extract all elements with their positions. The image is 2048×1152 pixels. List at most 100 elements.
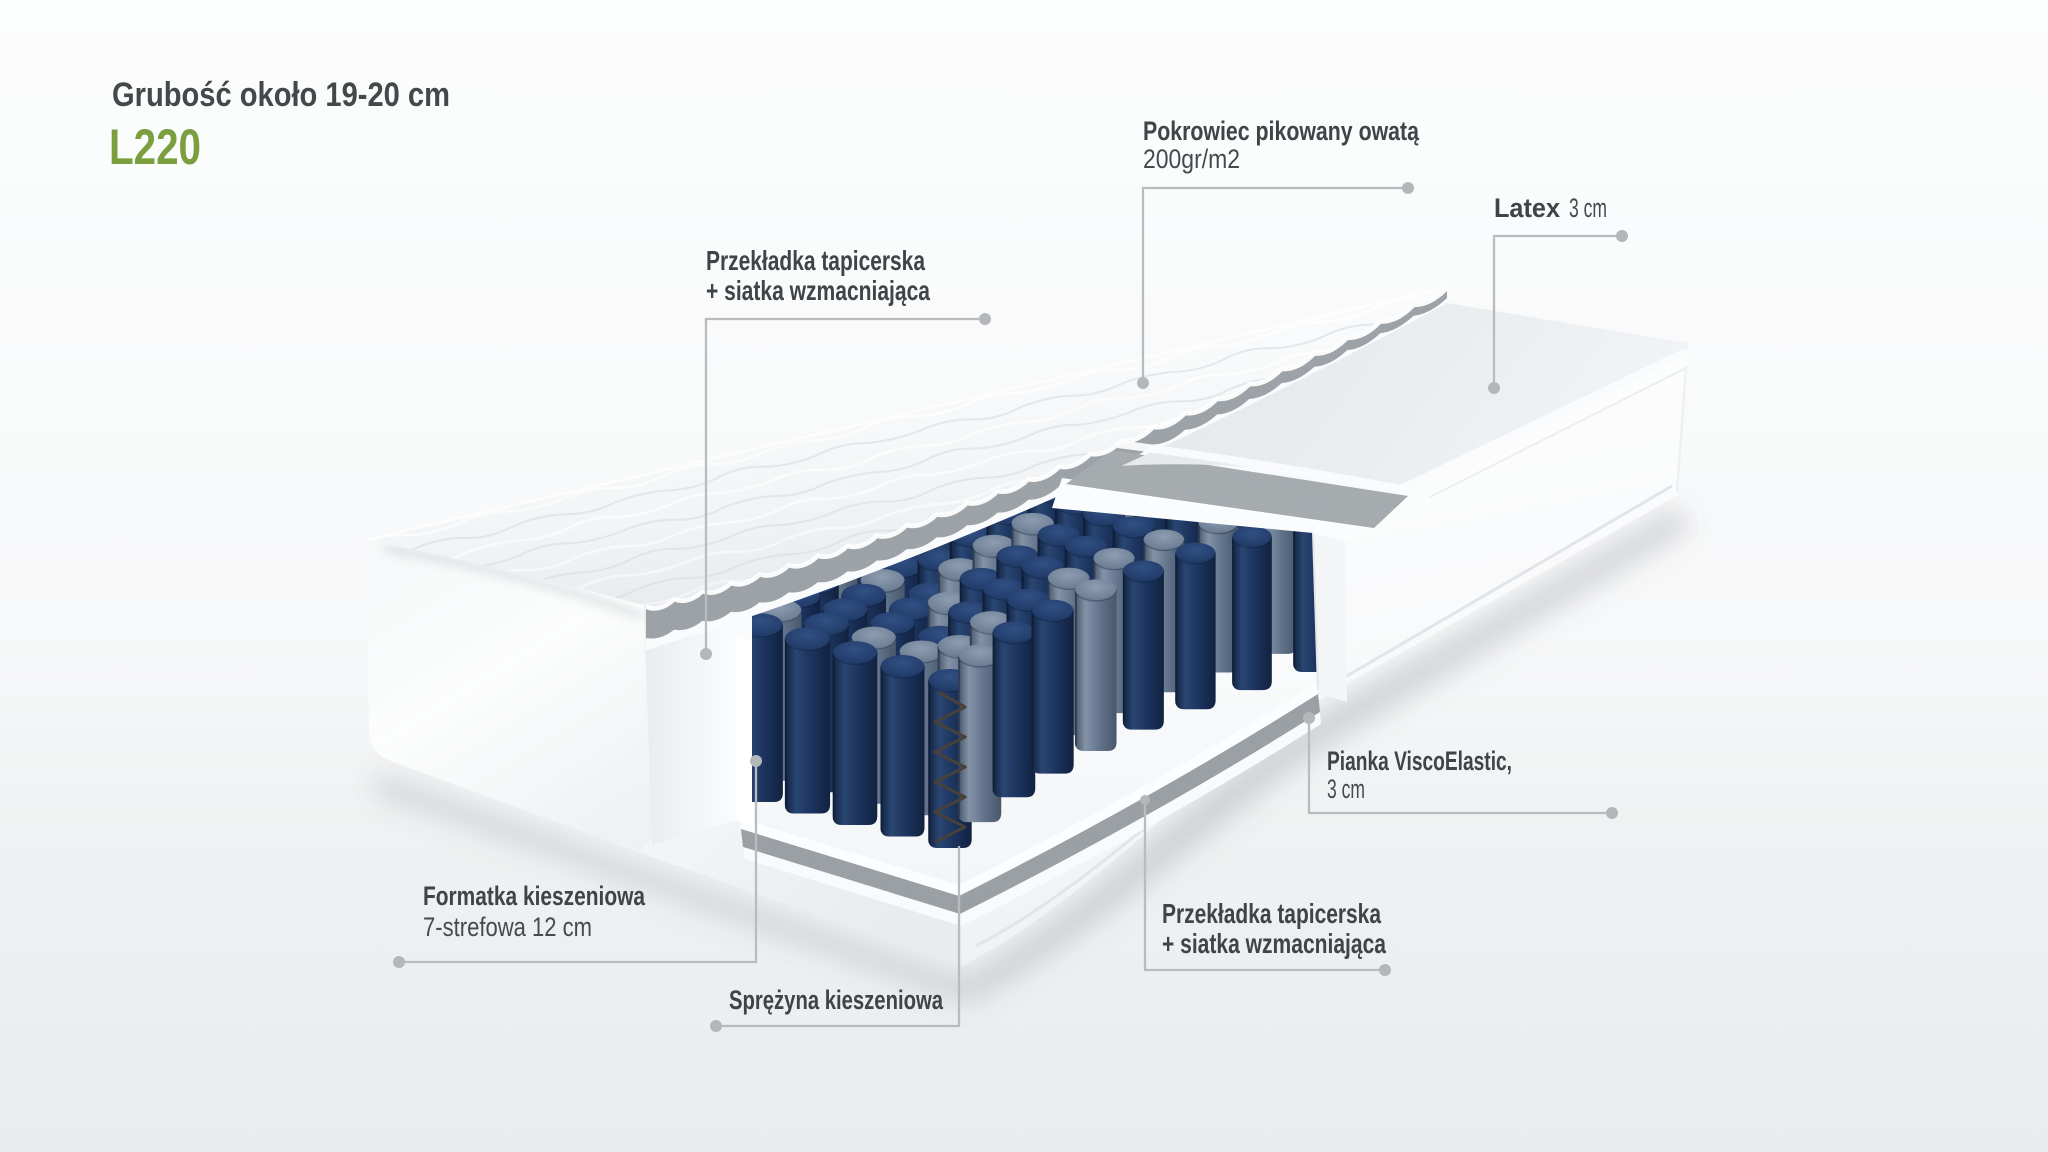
- spring-pocket-dome-rim: [784, 638, 831, 652]
- spring-pocket-dome: [784, 627, 831, 651]
- latex-slab-top: [1121, 303, 1689, 488]
- end-face-quilt-shadow: [384, 544, 644, 620]
- quilt-shading: [366, 287, 1447, 608]
- left-cut-wall-edge: [736, 636, 754, 826]
- spring-pocket-dome-rim: [1122, 570, 1165, 583]
- spring-pocket-dome: [1093, 547, 1135, 570]
- cover-label-line1: Pokrowiec pikowany owatą: [1143, 116, 1420, 146]
- spring-pocket-dome-rim: [1197, 522, 1239, 535]
- interlayer-top-leader-dot-target: [700, 648, 712, 660]
- interlayer-bottom-label-line2: + siatka wzmacniająca: [1162, 928, 1386, 959]
- interlayer-top-leader-line: [704, 317, 985, 654]
- right-top-felt: [1066, 450, 1408, 528]
- interlayer-top-leader-dot-end: [979, 313, 991, 325]
- latex-leader-line: [1492, 234, 1622, 388]
- under-quilt-felt-band: [646, 289, 1447, 639]
- spring-pocket-dome: [958, 644, 1002, 667]
- spring-pocket-body: [752, 624, 783, 802]
- spring-pocket-dome: [752, 613, 783, 637]
- callout-cover: Pokrowiec pikowany owatą 200gr/m2: [1137, 116, 1420, 389]
- spring-pocket-body: [1175, 553, 1216, 710]
- spring-pocket-body: [992, 632, 1036, 798]
- spring-pocket-body: [784, 638, 831, 814]
- callout-interlayer-top: Przekładka tapicerska + siatka wzmacniaj…: [700, 245, 991, 660]
- pocket-unit-leader-line: [399, 761, 758, 964]
- spring-pocket-dome-rim: [1074, 589, 1118, 602]
- mattress-end-face: [366, 534, 646, 852]
- visco-label-line1: Pianka ViscoElastic,: [1327, 746, 1512, 776]
- visco-leader-line: [1307, 718, 1612, 815]
- floor-felt-edge-left: [741, 829, 960, 914]
- cover-leader-dot-end: [1402, 182, 1414, 194]
- mattress-render: [365, 285, 1690, 1002]
- callout-pocket-unit: Formatka kieszeniowa 7-strefowa 12 cm: [393, 755, 762, 968]
- quilt-scallop-edge-highlight: [645, 286, 1449, 611]
- spring-pocket-body: [1122, 570, 1164, 730]
- pocket-unit-label-line2: 7-strefowa 12 cm: [423, 912, 592, 942]
- right-cut-wall-edge: [1312, 532, 1319, 691]
- spring-pocket-dome-rim: [1142, 539, 1185, 552]
- page-title: Grubość około 19-20 cm: [112, 76, 450, 114]
- spring-pocket-dome: [992, 621, 1036, 644]
- spring-pocket-body: [832, 652, 878, 825]
- pocket-unit-label-line1: Formatka kieszeniowa: [423, 881, 646, 911]
- callout-spring: Sprężyna kieszeniowa: [710, 846, 961, 1032]
- spring-wire-zigzag: [933, 690, 967, 844]
- visco-leader-dot-target: [1303, 712, 1315, 724]
- spring-pocket-dome: [832, 641, 878, 664]
- spring-leader-line: [716, 846, 961, 1028]
- visco-label-line2: 3 cm: [1327, 774, 1365, 804]
- mattress-base-left-side: [638, 818, 962, 966]
- callout-interlayer-bottom: Przekładka tapicerska + siatka wzmacniaj…: [1140, 795, 1391, 976]
- latex-slab-base-junction-line: [1429, 367, 1687, 498]
- spring-pocket-dome-rim: [832, 652, 878, 666]
- spring-pocket-dome-rim: [1174, 552, 1217, 565]
- spring-pocket-dome-rim: [1231, 536, 1273, 549]
- interlayer-top-label-line1: Przekładka tapicerska: [706, 245, 925, 276]
- spring-pocket-dome: [1064, 535, 1107, 558]
- callouts: Grubość około 19-20 cm L220 Pokrowiec pi…: [109, 76, 1628, 1032]
- visco-leader-dot-end: [1606, 807, 1618, 819]
- latex-slab: [1117, 303, 1689, 498]
- latex-leader-dot-target: [1488, 382, 1500, 394]
- spring-pocket-dome: [1175, 542, 1216, 564]
- spring-pocket-dome: [1074, 579, 1117, 601]
- floor-felt-edge-right: [959, 694, 1320, 914]
- spring-pocket-dome-rim: [752, 624, 784, 638]
- spring-pocket-dome: [1031, 599, 1074, 622]
- back-edge-highlight: [365, 285, 1448, 542]
- pocket-unit-leader-dot-end: [393, 956, 405, 968]
- interlayer-bottom-leader-dot-target: [1140, 795, 1150, 805]
- spring-pocket-body: [1031, 610, 1074, 774]
- spring-pocket-dome-rim: [1030, 610, 1075, 623]
- latex-slab-edge-highlight: [1117, 348, 1688, 494]
- cover-leader-dot-target: [1137, 377, 1149, 389]
- floor-sheet-edge-right: [960, 712, 1321, 926]
- floor-visco-edge-left: [740, 818, 959, 896]
- interlayer-bottom-leader-dot-end: [1379, 964, 1391, 976]
- spring-pocket-dome: [1122, 560, 1164, 582]
- spring-pocket-dome-rim: [1112, 526, 1155, 539]
- spring-pocket-body: [1232, 536, 1272, 691]
- spring-pocket-dome: [1143, 529, 1185, 551]
- cover-label-line2: 200gr/m2: [1143, 144, 1240, 174]
- spring-pocket-body: [1074, 590, 1117, 751]
- spring-pocket-body: [958, 655, 1002, 823]
- spring-pocket-dome-rim: [879, 666, 926, 679]
- right-end-edge: [1675, 365, 1688, 493]
- spring-label-line1: Sprężyna kieszeniowa: [729, 985, 944, 1015]
- spring-pocket-dome: [880, 655, 925, 678]
- spring-pocket-body: [1293, 518, 1317, 672]
- left-cut-wall: [644, 606, 736, 845]
- interlayer-bottom-leader-line: [1143, 800, 1385, 972]
- floor-sheet-edge-left: [743, 847, 961, 926]
- spring-pocket-dome: [1112, 516, 1154, 538]
- spring-pocket-dome: [1232, 526, 1272, 547]
- interlayer-top-label-line2: + siatka wzmacniająca: [706, 275, 930, 306]
- spring-pocket-body: [880, 666, 925, 837]
- cover-leader-line: [1141, 186, 1408, 383]
- right-cut-wall: [1313, 533, 1347, 702]
